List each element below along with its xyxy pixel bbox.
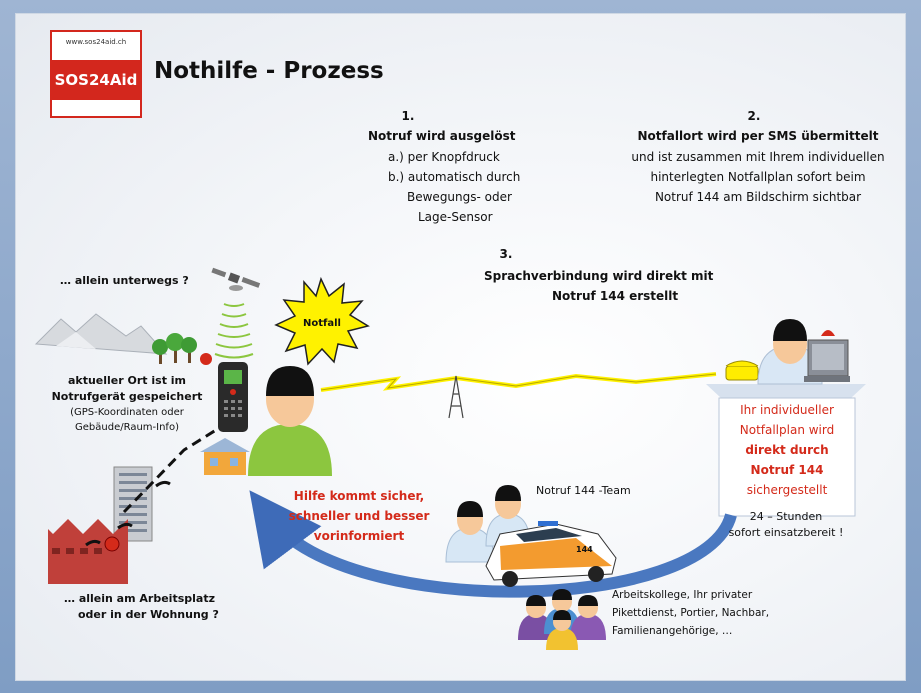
help-line1: Hilfe kommt sicher, xyxy=(293,489,425,503)
availability-line2: sofort einsatzbereit ! xyxy=(728,526,844,539)
contacts-line1: Arbeitskollege, Ihr privater xyxy=(612,589,753,601)
mountains-icon xyxy=(34,313,168,355)
location-link-line xyxy=(122,428,217,514)
step1-heading: Notruf wird ausgelöst xyxy=(368,129,516,143)
page-title: Nothilfe - Prozess xyxy=(154,58,384,84)
step1-option-b-line3: Lage-Sensor xyxy=(418,210,493,224)
plan-line2: Notfallplan wird xyxy=(739,423,835,437)
availability-line1: 24 – Stunden xyxy=(749,510,823,523)
house-icon xyxy=(200,438,250,475)
step2-line3: Notruf 144 am Bildschirm sichtbar xyxy=(654,190,862,204)
car-number: 144 xyxy=(576,545,593,554)
voice-connection-line xyxy=(320,372,717,392)
logo-wordmark: SOS24Aid xyxy=(52,60,140,100)
step3-line2: Notruf 144 erstellt xyxy=(552,289,679,303)
contacts-line3: Familienangehörige, … xyxy=(612,625,733,637)
dispatcher-desk xyxy=(706,384,866,517)
step2-line1: und ist zusammen mit Ihrem individuellen xyxy=(631,150,885,164)
emergency-phone-icon xyxy=(218,362,248,432)
sos24aid-logo: www.sos24aid.ch SOS24Aid xyxy=(50,30,142,118)
trees-icon xyxy=(152,333,212,365)
factory-icon xyxy=(48,519,128,584)
label-location-1: aktueller Ort ist im xyxy=(67,374,187,387)
label-location-4: Gebäude/Raum-Info) xyxy=(75,422,179,433)
paramedic-team-icon xyxy=(445,485,531,563)
help-line2: schneller und besser xyxy=(288,509,430,523)
step1-option-b: b.) automatisch durch xyxy=(388,170,521,184)
plan-line4: Notruf 144 xyxy=(750,463,824,477)
label-arbeitsplatz-1: … allein am Arbeitsplatz xyxy=(64,592,215,605)
ambulance-car-icon: 144 xyxy=(485,521,617,587)
step1-number: 1. xyxy=(401,109,415,123)
label-arbeitsplatz-2: oder in der Wohnung ? xyxy=(78,608,219,621)
plan-line5: sichergestellt xyxy=(746,483,828,497)
step1-option-b-line2: Bewegungs- oder xyxy=(407,190,512,204)
help-line3: vorinformiert xyxy=(313,529,405,543)
plan-line3: direkt durch xyxy=(745,443,829,457)
contacts-group-icon xyxy=(518,589,606,650)
step2-number: 2. xyxy=(747,109,761,123)
person-icon xyxy=(248,366,332,476)
notfall-label: Notfall xyxy=(303,318,341,329)
step1-option-a: a.) per Knopfdruck xyxy=(388,150,500,164)
telephone-icon xyxy=(725,360,759,381)
satellite-icon xyxy=(211,267,261,291)
plan-line1: Ihr individueller xyxy=(740,403,834,417)
signal-arc-icon xyxy=(85,480,171,547)
step3-number: 3. xyxy=(499,247,513,261)
slide: www.sos24aid.ch SOS24Aid Nothilfe - Proz… xyxy=(16,14,905,680)
dispatcher-icon xyxy=(757,319,823,385)
office-building-icon xyxy=(113,466,153,542)
satellite-signal-icon xyxy=(214,303,254,359)
label-unterwegs: … allein unterwegs ? xyxy=(60,274,189,287)
process-illustration: Notfall xyxy=(34,267,866,650)
team-label: Notruf 144 -Team xyxy=(536,484,631,497)
computer-icon xyxy=(804,330,850,382)
label-location-2: Notrufgerät gespeichert xyxy=(51,390,203,403)
label-location-3: (GPS-Koordinaten oder xyxy=(70,407,184,418)
radio-tower-icon xyxy=(448,375,464,419)
step3-line1: Sprachverbindung wird direkt mit xyxy=(484,269,714,283)
step2-heading: Notfallort wird per SMS übermittelt xyxy=(637,129,879,143)
step2-line2: hinterlegten Notfallplan sofort beim xyxy=(650,170,866,184)
contacts-line2: Pikettdienst, Portier, Nachbar, xyxy=(612,607,770,619)
logo-url: www.sos24aid.ch xyxy=(65,38,127,46)
return-arrow xyxy=(249,490,737,598)
notfall-burst xyxy=(274,276,370,366)
